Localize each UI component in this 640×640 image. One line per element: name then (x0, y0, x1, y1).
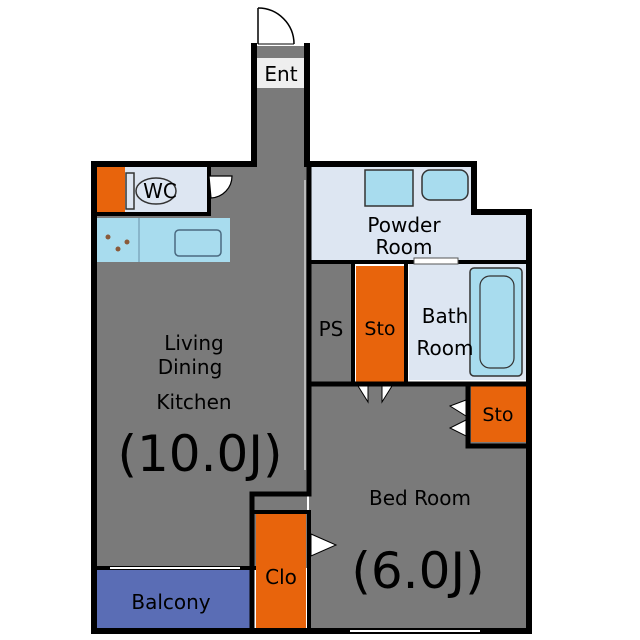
bathtub-inner (479, 275, 515, 369)
balcony-label: Balcony (131, 590, 210, 614)
ps-label: PS (319, 317, 344, 341)
closet-floor (256, 514, 306, 628)
wc-storage (97, 164, 125, 214)
ps-floor (309, 264, 353, 382)
closet-label: Clo (265, 565, 297, 589)
bed-room-label: Bed Room (369, 486, 471, 510)
bath-room-label-1: Bath (422, 304, 469, 328)
balcony-floor (97, 570, 252, 628)
storage-hall-door (357, 385, 393, 404)
ldk-size: (10.0J) (117, 425, 282, 483)
bath-room-label-2: Room (417, 336, 474, 360)
ldk-label-3: Kitchen (156, 390, 231, 414)
powder-extension-cut (474, 160, 532, 212)
storage-bed-label: Sto (482, 404, 513, 426)
storage-bed-door (448, 399, 467, 437)
storage-hall-label: Sto (364, 318, 395, 340)
stove-burner (124, 239, 130, 245)
washing-machine (364, 169, 414, 207)
wc-label: WC (143, 179, 177, 203)
storage-bed-floor (471, 386, 526, 442)
entrance-floor (257, 58, 305, 88)
toilet-tank (125, 172, 135, 210)
stove-area (97, 218, 139, 262)
bath-door (413, 257, 459, 265)
toilet-bowl (135, 177, 177, 205)
bed-room-size: (6.0J) (351, 542, 484, 600)
ldk-label-1: Living (164, 331, 223, 355)
wash-basin (421, 169, 469, 201)
entrance-label: Ent (264, 62, 297, 86)
kitchen-sink (174, 229, 222, 257)
closet-void (256, 494, 306, 512)
stove-burner (115, 246, 121, 252)
wc-door (208, 175, 233, 199)
storage-hall-floor (356, 266, 404, 382)
entrance-door (257, 7, 295, 45)
ldk-label-2: Dining (158, 355, 223, 379)
powder-room-label-1: Powder (367, 213, 441, 237)
powder-room-label-2: Room (376, 235, 433, 259)
closet-door (310, 533, 338, 557)
stove-burner (105, 234, 111, 240)
